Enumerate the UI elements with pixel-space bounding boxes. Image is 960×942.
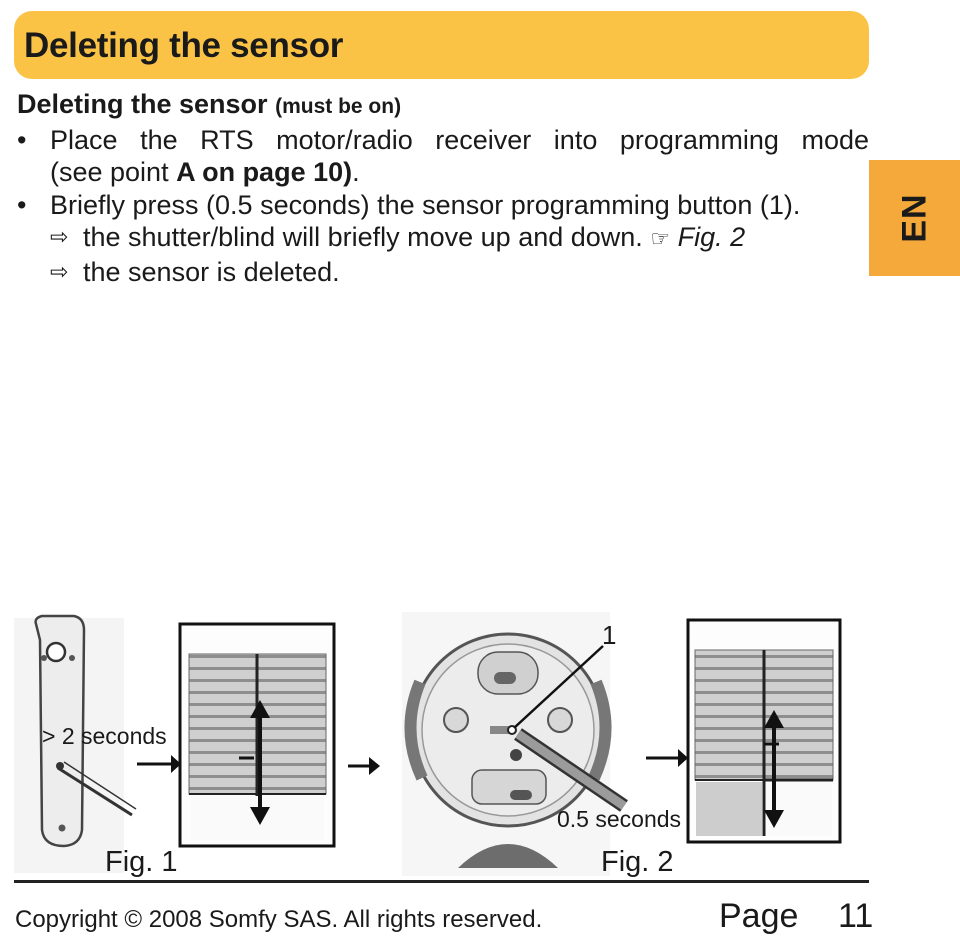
result-item-1: ⇨ the shutter/blind will briefly move up… (17, 221, 869, 256)
bullet-1-suffix: . (352, 157, 360, 187)
page-number: 11 (838, 897, 874, 935)
bullet-dot: • (17, 124, 27, 155)
language-tab: EN (869, 160, 960, 276)
arrow-right-icon (137, 755, 181, 773)
arrow-icon: ⇨ (50, 224, 69, 249)
copyright-notice: Copyright © 2008 Somfy SAS. All rights r… (15, 906, 543, 933)
bullet-1-prefix: (see point (50, 157, 177, 187)
figure-2-illustration (402, 612, 842, 876)
fig1-duration-label: > 2 seconds (42, 723, 167, 749)
arrow-right-icon (348, 757, 380, 775)
fig2-callout-number: 1 (602, 620, 617, 650)
fig2-duration-label: 0.5 seconds (557, 806, 682, 832)
bullet-dot: • (17, 189, 27, 220)
footer-divider (14, 880, 869, 883)
figure-reference: Fig. 2 (677, 222, 746, 252)
instructions: Deleting the sensor (must be on) • Place… (17, 88, 869, 288)
page-reference: A on page 10) (176, 157, 353, 187)
fig2-caption: Fig. 2 (601, 846, 674, 878)
fig1-caption: Fig. 1 (105, 846, 178, 878)
title-banner: Deleting the sensor (14, 11, 869, 79)
arrow-right-icon (646, 749, 688, 767)
remote-control-icon (14, 614, 137, 873)
shutter-window-icon (686, 618, 842, 844)
section-heading-text: Deleting the sensor (17, 89, 268, 119)
section-heading-note: (must be on) (275, 95, 402, 118)
result-1-text: the shutter/blind will briefly move up a… (83, 222, 643, 252)
sun-sensor-icon (402, 612, 628, 876)
bullet-1-line-2: (see point A on page 10). (50, 156, 869, 189)
figure-1-illustration (14, 614, 336, 873)
page-title: Deleting the sensor (24, 26, 344, 65)
hand-pointer-icon: ☞ (650, 226, 671, 251)
bullet-item-1: • Place the RTS motor/radio receiver int… (17, 124, 869, 189)
section-heading: Deleting the sensor (must be on) (17, 88, 869, 124)
bullet-1-line-1: Place the RTS motor/radio receiver into … (50, 124, 869, 155)
bullet-item-2: • Briefly press (0.5 seconds) the sensor… (17, 189, 869, 222)
shutter-window-icon (178, 622, 336, 848)
bullet-2-text: Briefly press (0.5 seconds) the sensor p… (50, 189, 801, 220)
result-2-text: the sensor is deleted. (83, 256, 340, 287)
arrow-icon: ⇨ (50, 258, 69, 284)
result-item-2: ⇨ the sensor is deleted. (17, 256, 869, 289)
language-label: EN (895, 193, 933, 243)
page-label: Page (719, 897, 799, 935)
